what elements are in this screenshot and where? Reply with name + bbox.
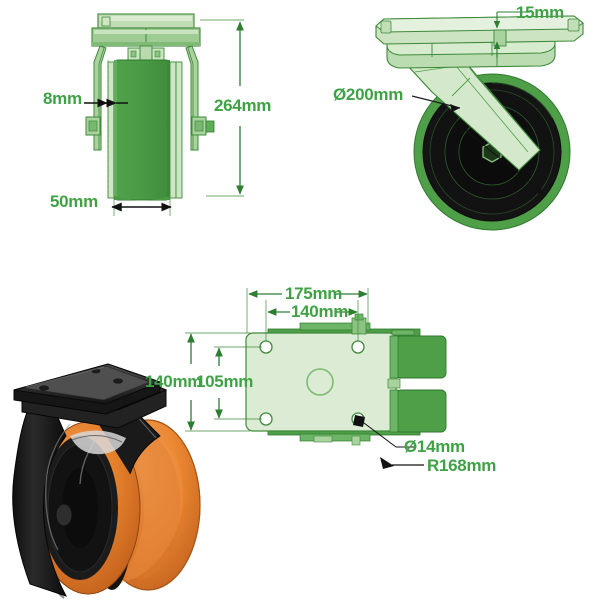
label-wheel-diameter: Ø200mm bbox=[333, 85, 404, 104]
plan-wheels bbox=[387, 329, 447, 433]
dimension-plate-width bbox=[185, 332, 250, 432]
front-axle-nut-left bbox=[85, 116, 101, 136]
dimension-plate-thickness bbox=[493, 11, 530, 66]
label-plate-width: 140mm bbox=[145, 372, 203, 391]
label-plate-thickness: 15mm bbox=[516, 3, 564, 22]
plan-kingpin-bracket bbox=[351, 313, 367, 335]
front-axle-nut-right bbox=[191, 116, 215, 136]
label-overall-height: 264mm bbox=[214, 96, 272, 115]
front-elevation-view bbox=[84, 13, 244, 216]
swivel-top-plate bbox=[375, 15, 584, 45]
photo-top-plate bbox=[13, 363, 162, 415]
front-wheel-right bbox=[175, 61, 183, 199]
dimension-hole-spacing-short bbox=[214, 346, 262, 420]
dimension-hole-spacing-long bbox=[265, 300, 359, 341]
label-plate-length: 175mm bbox=[285, 284, 343, 303]
label-swivel-radius: R168mm bbox=[427, 456, 497, 475]
photo-fork bbox=[12, 403, 161, 597]
label-hole-spacing-long: 140mm bbox=[291, 302, 349, 321]
label-tread-width: 8mm bbox=[43, 89, 82, 108]
product-photograph bbox=[12, 363, 201, 599]
bolt-hole-tr bbox=[351, 340, 365, 354]
dimension-wheel-width bbox=[111, 196, 172, 216]
front-wheel-left bbox=[107, 59, 177, 201]
leader-wheel-diameter bbox=[411, 95, 546, 195]
swivel-kingpin-stub bbox=[493, 29, 507, 47]
leader-hole-diameter bbox=[353, 415, 414, 448]
dimension-tread-width bbox=[84, 60, 128, 200]
front-swivel-race bbox=[91, 27, 201, 47]
label-wheel-width: 50mm bbox=[50, 192, 98, 211]
plan-mounting-plate bbox=[245, 332, 397, 432]
top-plate-plan-view bbox=[185, 288, 447, 469]
label-hole-spacing-short: 105mm bbox=[196, 372, 254, 391]
label-hole-diameter: Ø14mm bbox=[404, 437, 465, 456]
swivel-three-quarter-view bbox=[375, 11, 584, 231]
dimension-overall-height bbox=[200, 19, 244, 197]
leader-swivel-radius bbox=[380, 457, 424, 469]
front-top-plate bbox=[97, 13, 195, 29]
dimension-plate-length bbox=[246, 288, 369, 333]
